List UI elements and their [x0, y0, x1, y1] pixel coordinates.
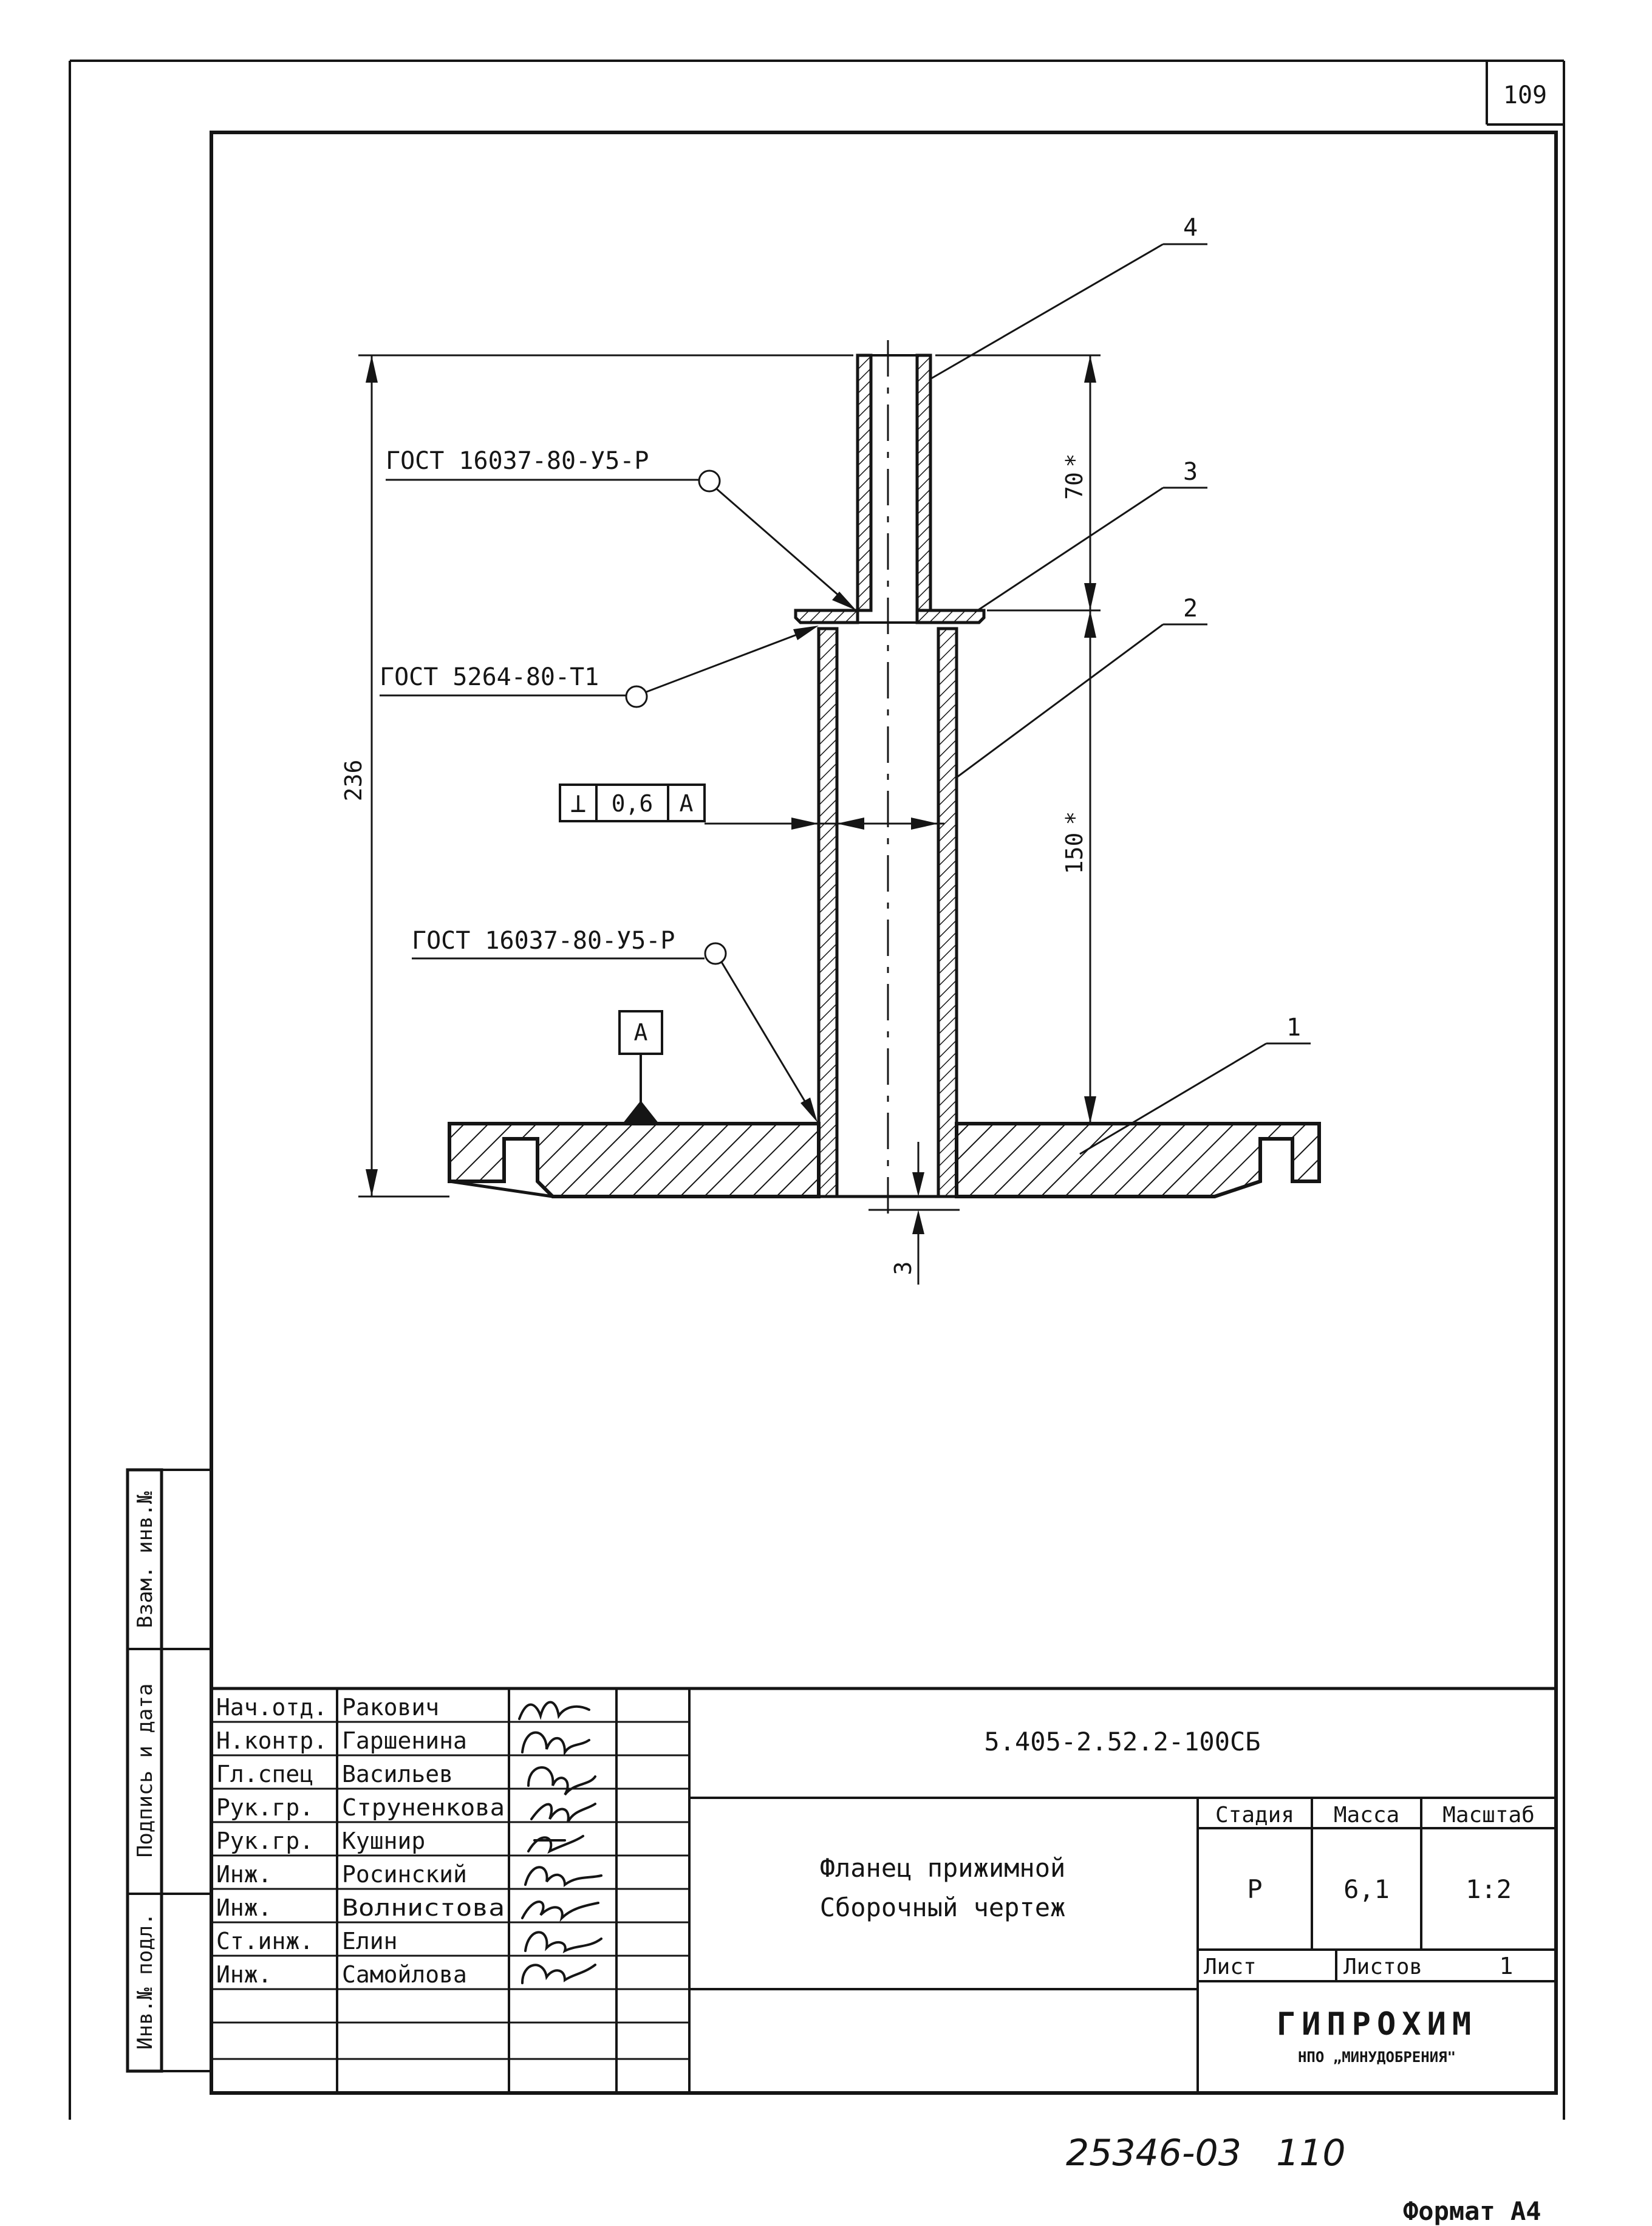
stage-header: Стадия	[1215, 1803, 1294, 1828]
flange-plate	[448, 1122, 1321, 1198]
washer	[794, 609, 986, 624]
staff-name: Струненкова	[342, 1794, 505, 1821]
weld-label-upper: ГОСТ 16037-80-У5-Р	[386, 447, 856, 610]
weld-label-lower-text: ГОСТ 16037-80-У5-Р	[412, 927, 675, 955]
dimension-upper-length-label: 70	[1061, 472, 1088, 500]
drawing-designation: 5.405-2.52.2-100СБ	[984, 1727, 1260, 1757]
staff-row: Рук.гр. Струненкова	[216, 1794, 505, 1821]
side-stamp: Инв.№ подл. Подпись и дата Взам. инв.№	[126, 1468, 211, 2073]
staff-role: Ст.инж.	[216, 1928, 313, 1955]
dimension-bottom-gap: 3	[869, 1142, 960, 1285]
staff-role: Инж.	[216, 1894, 272, 1921]
callout-3-label: 3	[1183, 458, 1198, 486]
side-stamp-signature-date: Подпись и дата	[133, 1684, 157, 1858]
staff-role: Н.контр.	[216, 1727, 327, 1754]
callout-1-label: 1	[1286, 1014, 1301, 1042]
callout-4-label: 4	[1183, 214, 1198, 242]
drawing-name-line1: Фланец прижимной	[820, 1853, 1066, 1883]
title-block: Нач.отд. Ракович Н.контр. Гаршенина Гл.с…	[211, 1687, 1556, 2093]
outer-frame	[69, 60, 1565, 2120]
signatures	[518, 1701, 602, 1984]
mass-header: Масса	[1334, 1803, 1399, 1828]
callout-2: 2	[956, 595, 1207, 779]
staff-role: Рук.гр.	[216, 1794, 313, 1821]
datum-a-label: A	[634, 1019, 648, 1046]
dimension-lower-length: 150 *	[960, 610, 1101, 1125]
side-stamp-original-inv: Инв.№ подл.	[133, 1913, 157, 2049]
staff-name: Васильев	[342, 1761, 453, 1787]
inner-frame	[210, 131, 1558, 2095]
staff-role: Рук.гр.	[216, 1828, 313, 1854]
weld-label-lower: ГОСТ 16037-80-У5-Р	[412, 927, 817, 1122]
staff-name: Самойлова	[342, 1961, 467, 1988]
weld-label-middle-text: ГОСТ 5264-80-Т1	[380, 663, 599, 691]
staff-name: Гаршенина	[342, 1727, 467, 1754]
flange-drawing: 236 70 * 150 * 3	[340, 214, 1321, 1285]
scale-header: Масштаб	[1442, 1803, 1535, 1828]
staff-row: Ст.инж. Елин	[216, 1928, 398, 1955]
page-number: 109	[1503, 81, 1547, 109]
stage-value: Р	[1247, 1874, 1262, 1904]
dimension-overall-height: 236	[340, 354, 853, 1198]
sheet-label: Лист	[1204, 1955, 1257, 1979]
tolerance-frame: ⊥ 0,6 A	[559, 784, 944, 830]
archive-number: 25346-03 110	[1066, 2132, 1346, 2174]
side-stamp-replaced-inv: Взам. инв.№	[133, 1491, 157, 1628]
sheets-value: 1	[1500, 1953, 1514, 1979]
staff-name: Кушнир	[342, 1828, 425, 1854]
callout-2-label: 2	[1183, 595, 1198, 623]
callout-1: 1	[1079, 1014, 1311, 1155]
datum-a: A	[618, 1010, 663, 1124]
dimension-lower-length-mark: *	[1061, 811, 1088, 825]
dimension-lower-length-label: 150	[1061, 833, 1088, 875]
staff-role: Нач.отд.	[216, 1694, 327, 1721]
company-name: ГИПРОХИМ	[1277, 2006, 1477, 2043]
callout-3: 3	[974, 458, 1207, 613]
staff-row: Нач.отд. Ракович	[216, 1694, 439, 1721]
staff-row: Инж. Волнистова	[216, 1894, 505, 1921]
dimension-upper-length: 70 *	[935, 354, 1101, 612]
company-subtitle: НПО „МИНУДОБРЕНИЯ"	[1298, 2049, 1456, 2066]
tolerance-value: 0,6	[612, 790, 654, 817]
scale-value: 1:2	[1466, 1874, 1512, 1904]
staff-name: Росинский	[342, 1861, 467, 1888]
staff-role: Инж.	[216, 1861, 272, 1888]
drawing-name-line2: Сборочный чертеж	[820, 1893, 1066, 1922]
sheets-label: Листов	[1343, 1955, 1422, 1979]
dimension-upper-length-mark: *	[1061, 454, 1088, 468]
staff-name: Волнистова	[342, 1894, 505, 1921]
tolerance-datum: A	[680, 790, 694, 817]
lower-pipe	[817, 627, 958, 1198]
staff-row: Н.контр. Гаршенина	[216, 1727, 467, 1754]
callout-4: 4	[929, 214, 1207, 381]
dimension-bottom-gap-label: 3	[890, 1262, 916, 1275]
staff-name: Елин	[342, 1928, 398, 1955]
staff-name: Ракович	[342, 1694, 439, 1721]
tolerance-symbol: ⊥	[570, 788, 587, 819]
staff-row: Гл.спец Васильев	[216, 1761, 453, 1787]
staff-role: Инж.	[216, 1961, 272, 1988]
staff-grid-lines	[211, 1721, 689, 2060]
page-number-box: 109	[1486, 61, 1564, 126]
staff-row: Инж. Самойлова	[216, 1961, 467, 1988]
dimension-overall-height-label: 236	[340, 760, 367, 802]
weld-label-upper-text: ГОСТ 16037-80-У5-Р	[386, 447, 649, 475]
staff-row: Инж. Росинский	[216, 1861, 467, 1888]
staff-row: Рук.гр. Кушнир	[216, 1828, 425, 1854]
weld-label-middle: ГОСТ 5264-80-Т1	[380, 626, 819, 708]
mass-value: 6,1	[1343, 1874, 1390, 1904]
upper-pipe	[856, 353, 932, 612]
format-label: Формат А4	[1403, 2196, 1541, 2226]
staff-role: Гл.спец	[216, 1761, 313, 1787]
